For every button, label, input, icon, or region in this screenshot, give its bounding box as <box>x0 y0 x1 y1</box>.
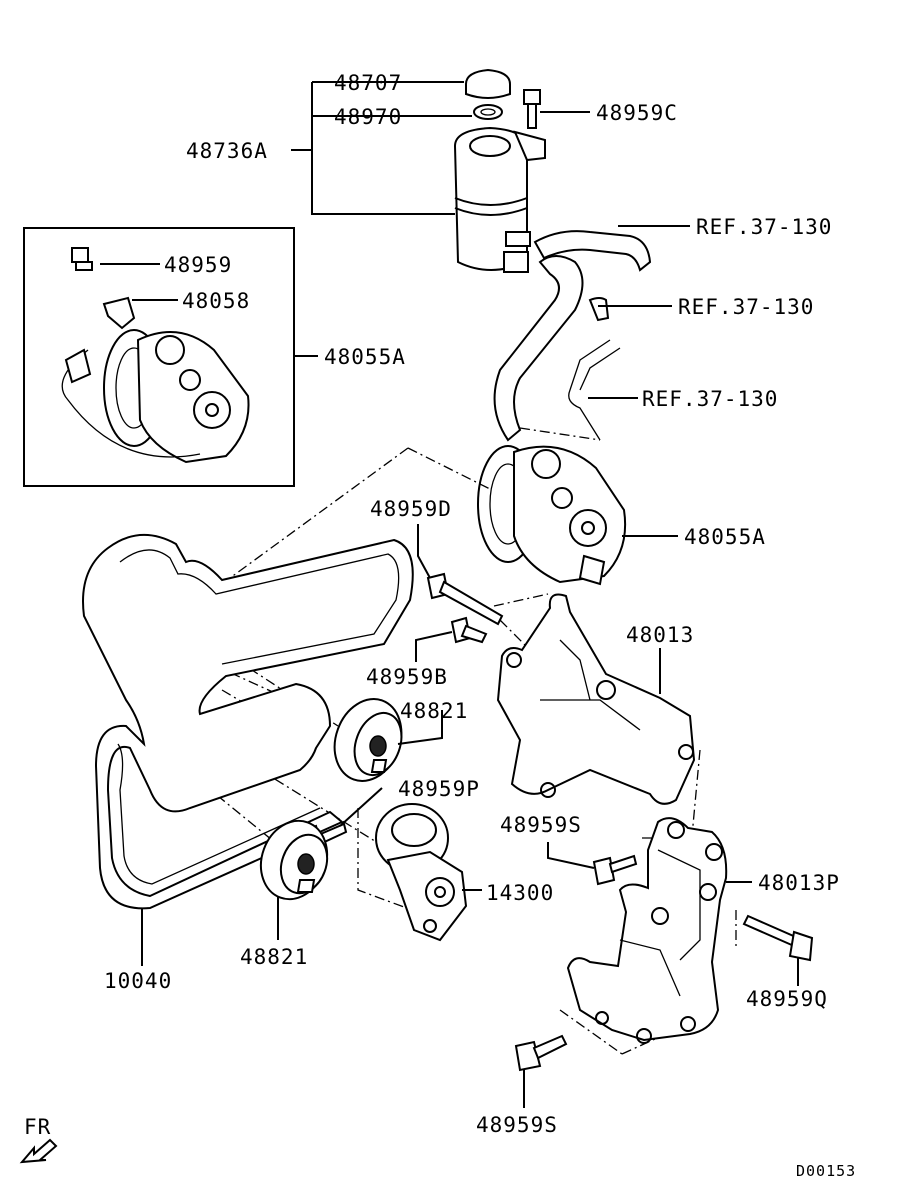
label-48959s-mid: 48959S <box>500 813 582 837</box>
tensioner-14300[interactable] <box>375 803 482 942</box>
bolt-48959b[interactable] <box>415 616 488 662</box>
bolt-48959s-bottom[interactable] <box>514 1034 568 1108</box>
label-48959b: 48959B <box>366 665 448 689</box>
label-48055a-inset: 48055A <box>324 345 406 369</box>
label-ref-37-130-2: REF.37-130 <box>678 295 814 319</box>
bolt-48959s-mid[interactable] <box>547 842 638 886</box>
reservoir-tank[interactable] <box>453 126 546 273</box>
pressure-hose[interactable] <box>493 255 584 442</box>
idler-pulley-48821-bottom[interactable] <box>250 811 338 940</box>
reservoir-gasket[interactable] <box>473 104 503 120</box>
label-48959c: 48959C <box>596 101 678 125</box>
label-48821-bottom: 48821 <box>240 945 308 969</box>
inset-bracket-48058[interactable] <box>102 296 178 330</box>
ref-leaders <box>588 225 690 399</box>
label-ref-37-130-1: REF.37-130 <box>696 215 832 239</box>
label-48959p: 48959P <box>398 777 480 801</box>
label-ref-37-130-3: REF.37-130 <box>642 387 778 411</box>
label-48013p: 48013P <box>758 871 840 895</box>
label-48707: 48707 <box>334 71 402 95</box>
label-48055a: 48055A <box>684 525 766 549</box>
diagram-code: D00153 <box>796 1162 856 1180</box>
label-48058: 48058 <box>182 289 250 313</box>
reservoir-cap[interactable] <box>465 68 511 99</box>
label-48959q: 48959Q <box>746 987 828 1011</box>
label-48959: 48959 <box>164 253 232 277</box>
idler-pulley-48821-top[interactable] <box>324 690 443 791</box>
label-10040: 10040 <box>104 969 172 993</box>
drive-belt-10040[interactable] <box>82 533 414 966</box>
power-steering-pump-48055a[interactable] <box>477 445 678 586</box>
pump-bracket-48013[interactable] <box>496 593 696 805</box>
bracket-48736a <box>291 81 590 215</box>
inset-box <box>23 227 318 487</box>
label-fr: FR <box>24 1115 51 1139</box>
reference-line-37-130[interactable] <box>568 297 621 441</box>
label-48959s-bottom: 48959S <box>476 1113 558 1137</box>
return-hose[interactable] <box>533 230 652 272</box>
bolt-48959q[interactable] <box>742 914 814 986</box>
label-48970: 48970 <box>334 105 402 129</box>
label-48736a: 48736A <box>186 139 268 163</box>
inset-bolt-48959[interactable] <box>71 247 160 271</box>
reservoir-bolt-48959c[interactable] <box>523 89 541 129</box>
label-48013: 48013 <box>626 623 694 647</box>
label-48959d: 48959D <box>370 497 452 521</box>
inset-pump-48055a[interactable] <box>61 329 250 464</box>
label-14300: 14300 <box>486 881 554 905</box>
label-48821-top: 48821 <box>400 699 468 723</box>
front-arrow-icon <box>19 1138 58 1164</box>
engine-bracket-48013p[interactable] <box>566 817 752 1044</box>
bolt-48959d[interactable] <box>417 524 504 626</box>
